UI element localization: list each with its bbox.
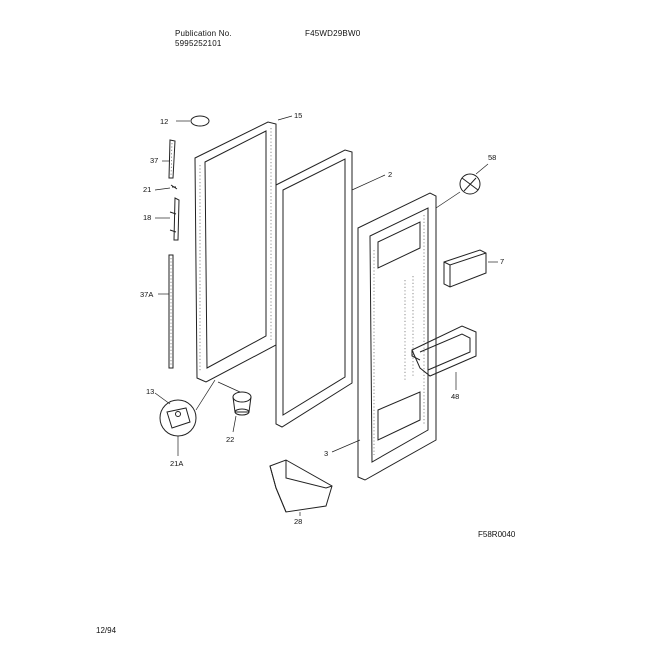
part-37-trim-upper (168, 139, 176, 179)
part-3-inner-door-panel (357, 192, 437, 481)
label-21: 21 (143, 185, 151, 194)
part-58-screw (459, 173, 481, 195)
label-18: 18 (143, 213, 151, 222)
part-28-door-bin-bottom (269, 459, 333, 513)
part-37a-trim-lower (168, 254, 174, 369)
label-7: 7 (500, 257, 504, 266)
label-12: 12 (160, 117, 168, 126)
label-37a: 37A (140, 290, 153, 299)
model-number: F45WD29BW0 (305, 29, 361, 38)
part-48-door-shelf-bin (411, 325, 477, 377)
publication-label: Publication No. (175, 29, 232, 38)
label-22: 22 (226, 435, 234, 444)
figure-code: F58R0040 (478, 530, 516, 539)
publication-number: 5995252101 (175, 39, 222, 48)
part-22-hinge-bushing (232, 391, 252, 416)
part-21a-hinge-assembly (159, 399, 197, 437)
label-2: 2 (388, 170, 392, 179)
part-18-handle (169, 197, 180, 241)
label-28: 28 (294, 517, 302, 526)
label-3: 3 (324, 449, 328, 458)
label-13: 13 (146, 387, 154, 396)
part-12-cap (190, 115, 210, 127)
part-15-door-frame (194, 121, 277, 383)
part-2-door-gasket (275, 149, 353, 428)
label-15: 15 (294, 111, 302, 120)
revision-date: 12/94 (96, 626, 117, 635)
label-58: 58 (488, 153, 496, 162)
part-7-door-bin-small (443, 249, 487, 288)
label-21a: 21A (170, 459, 183, 468)
part-21-screw (170, 184, 178, 190)
label-48: 48 (451, 392, 459, 401)
label-37: 37 (150, 156, 158, 165)
